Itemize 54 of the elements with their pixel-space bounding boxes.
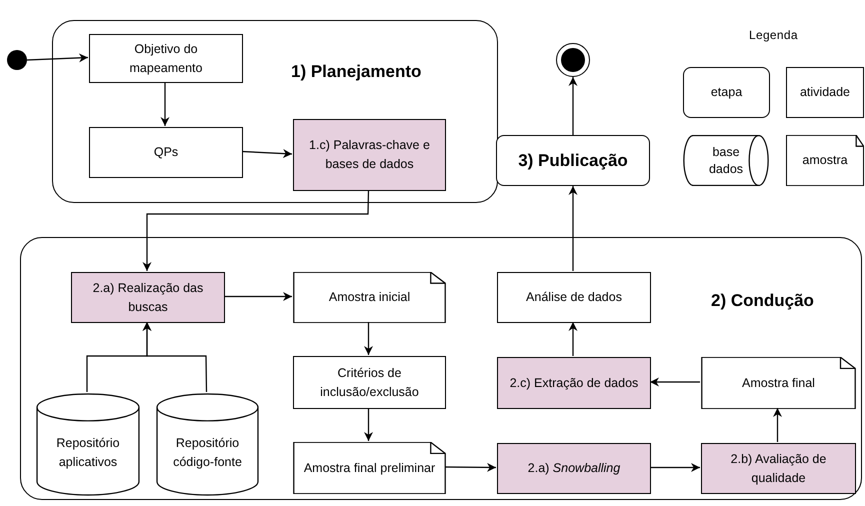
- node-text: Objetivo do mapeamento: [128, 40, 204, 77]
- legend-text: amostra: [802, 152, 848, 169]
- node-text: Repositório aplicativos: [55, 434, 121, 471]
- node-text: 2.a) Snowballing: [526, 460, 622, 477]
- legend-text: atividade: [800, 84, 850, 101]
- arrow: [650, 463, 700, 472]
- activity-box: [701, 443, 856, 494]
- node-text: Amostra final: [741, 374, 816, 392]
- node-text: QPs: [152, 144, 180, 161]
- document-shape: [293, 442, 446, 494]
- database-cylinder: [36, 393, 140, 496]
- phase-heading: 1) Planejamento: [291, 61, 422, 83]
- activity-box: [71, 272, 225, 323]
- arrow: [26, 53, 88, 62]
- activity-box: [293, 119, 446, 191]
- legend-text: base dados: [708, 144, 744, 178]
- arrow: [160, 82, 170, 126]
- process-box: [293, 356, 446, 409]
- node-text: 2.a) Realização das buscas: [92, 280, 204, 316]
- arrow: [224, 292, 292, 301]
- phase-heading: 2) Condução: [711, 290, 814, 312]
- document-shape: [293, 272, 446, 323]
- activity-box: [497, 443, 651, 494]
- legend-text: etapa: [710, 84, 742, 101]
- node-text: 2.b) Avaliação de qualidade: [730, 450, 828, 487]
- phase-container: [20, 237, 862, 500]
- arrow: [568, 322, 578, 356]
- process-box: [89, 127, 243, 178]
- arrow: [445, 462, 496, 472]
- document-shape: [701, 357, 856, 409]
- stage-heading: 3) Publicação: [517, 151, 629, 170]
- node-text: 1.c) Palavras-chave e bases de dados: [308, 137, 431, 173]
- arrow: [242, 149, 292, 158]
- activity-box: [497, 357, 651, 409]
- arrow: [142, 190, 370, 271]
- arrow: [568, 77, 578, 135]
- database-cylinder: [156, 393, 259, 496]
- arrow: [364, 322, 373, 355]
- arrow: [568, 186, 578, 271]
- node-text: Amostra final preliminar: [302, 460, 436, 477]
- process-box: [89, 34, 243, 83]
- stage-box: [496, 135, 650, 186]
- arrow: [650, 378, 700, 386]
- phase-container: [52, 20, 498, 203]
- node-text: Análise de dados: [525, 289, 623, 306]
- node-text: Repositório código-fonte: [172, 434, 243, 471]
- arrow: [142, 322, 208, 392]
- legend-title: Legenda: [749, 27, 798, 44]
- node-text: 2.c) Extração de dados: [508, 374, 640, 392]
- node-text: Amostra inicial: [328, 289, 412, 306]
- arrow: [773, 408, 782, 442]
- process-box: [497, 272, 651, 323]
- arrow: [364, 408, 373, 441]
- node-text: Critérios de inclusão/exclusão: [319, 364, 420, 400]
